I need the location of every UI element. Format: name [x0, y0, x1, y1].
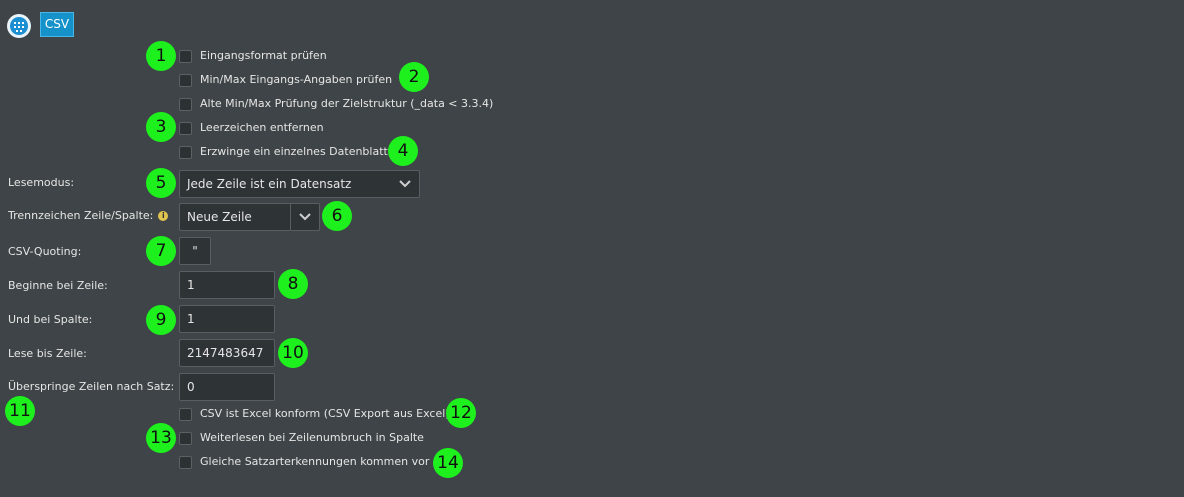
checkbox-box[interactable] — [179, 121, 192, 135]
spalte-label: Und bei Spalte: — [8, 313, 93, 326]
spalte-input[interactable] — [179, 305, 275, 333]
beginne-label: Beginne bei Zeile: — [8, 279, 108, 292]
badge-3: 3 — [146, 112, 176, 142]
trennzeichen-label: Trennzeichen Zeile/Spalte: — [8, 209, 154, 222]
badge-4: 4 — [388, 136, 418, 166]
checkbox-einzelnes-datenblatt[interactable]: Erzwinge ein einzelnes Datenblatt — [179, 143, 388, 161]
badge-2: 2 — [399, 62, 429, 92]
badge-1: 1 — [146, 41, 176, 71]
quoting-label: CSV-Quoting: — [8, 245, 82, 258]
badge-13: 13 — [146, 423, 176, 453]
checkbox-box[interactable] — [179, 97, 192, 111]
checkbox-box[interactable] — [179, 73, 192, 87]
csv-tab[interactable]: CSV — [40, 12, 74, 37]
checkbox-eingangsformat[interactable]: Eingangsformat prüfen — [179, 47, 327, 65]
badge-7: 7 — [146, 236, 176, 266]
checkbox-label: Alte Min/Max Prüfung der Zielstruktur (_… — [200, 97, 494, 110]
trennzeichen-label-row: Trennzeichen Zeile/Spalte: i — [8, 209, 169, 223]
checkbox-box[interactable] — [179, 431, 192, 445]
beginne-input[interactable] — [179, 271, 275, 299]
ueberspringe-input[interactable] — [179, 373, 275, 401]
checkbox-weiterlesen[interactable]: Weiterlesen bei Zeilenumbruch in Spalte — [179, 429, 424, 447]
chevron-down-icon[interactable] — [290, 204, 319, 230]
checkbox-box[interactable] — [179, 455, 192, 469]
badge-14: 14 — [433, 448, 463, 478]
trennzeichen-select[interactable]: Neue Zeile — [179, 203, 320, 231]
checkbox-alte-minmax[interactable]: Alte Min/Max Prüfung der Zielstruktur (_… — [179, 95, 493, 113]
lesemodus-select[interactable]: Jede Zeile ist ein Datensatz — [179, 170, 420, 198]
checkbox-label: CSV ist Excel konform (CSV Export aus Ex… — [200, 407, 450, 420]
checkbox-minmax[interactable]: Min/Max Eingangs-Angaben prüfen — [179, 71, 392, 89]
checkbox-label: Weiterlesen bei Zeilenumbruch in Spalte — [200, 431, 424, 444]
lesemodus-value: Jede Zeile ist ein Datensatz — [187, 177, 352, 191]
badge-8: 8 — [278, 269, 308, 299]
checkbox-box[interactable] — [179, 49, 192, 63]
checkbox-label: Eingangsformat prüfen — [200, 49, 327, 62]
lese-bis-label: Lese bis Zeile: — [8, 347, 87, 360]
badge-5: 5 — [146, 168, 176, 198]
checkbox-label: Erzwinge ein einzelnes Datenblatt — [200, 145, 388, 158]
checkbox-box[interactable] — [179, 145, 192, 159]
badge-9: 9 — [146, 305, 176, 335]
badge-11: 11 — [5, 396, 35, 426]
checkbox-box[interactable] — [179, 407, 192, 421]
checkbox-leerzeichen[interactable]: Leerzeichen entfernen — [179, 119, 324, 137]
lesemodus-label: Lesemodus: — [8, 176, 75, 189]
checkbox-excel-konform[interactable]: CSV ist Excel konform (CSV Export aus Ex… — [179, 405, 450, 423]
badge-10: 10 — [278, 338, 308, 368]
checkbox-gleiche-satzart[interactable]: Gleiche Satzarterkennungen kommen vor — [179, 453, 429, 471]
checkbox-label: Leerzeichen entfernen — [200, 121, 324, 134]
badge-12: 12 — [446, 398, 476, 428]
badge-6: 6 — [322, 201, 352, 231]
app-logo-icon — [6, 13, 32, 39]
info-icon[interactable]: i — [158, 211, 169, 221]
quoting-input[interactable] — [179, 237, 211, 265]
checkbox-label: Min/Max Eingangs-Angaben prüfen — [200, 73, 393, 86]
lese-bis-input[interactable] — [179, 339, 275, 367]
ueberspringe-label: Überspringe Zeilen nach Satz: — [8, 380, 175, 393]
trennzeichen-value: Neue Zeile — [187, 210, 252, 224]
checkbox-label: Gleiche Satzarterkennungen kommen vor — [200, 455, 430, 468]
chevron-down-icon[interactable] — [391, 171, 419, 197]
